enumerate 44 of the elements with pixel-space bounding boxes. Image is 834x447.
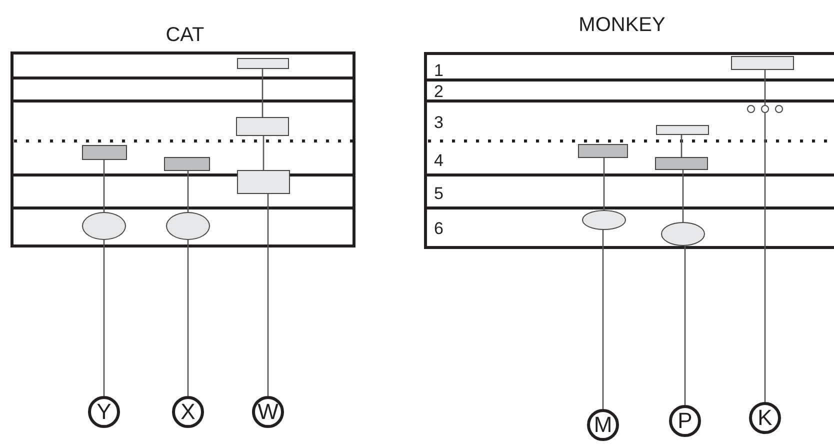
layer-number: 4 (434, 152, 444, 169)
cell-body-ellipse (82, 212, 126, 240)
cell-class-circle: K (749, 402, 781, 434)
terminal-box (655, 157, 708, 170)
connector-line (764, 113, 766, 402)
connector-line (603, 158, 605, 210)
small-circle-marker (747, 105, 755, 113)
connector-line (602, 230, 604, 409)
cell-class-circle: P (669, 405, 701, 437)
species-heading: MONKEY (578, 15, 666, 35)
cell-body-ellipse (166, 212, 210, 240)
connector-line (682, 170, 684, 222)
terminal-box (236, 117, 289, 136)
connector-line (187, 171, 189, 212)
terminal-box (578, 144, 628, 158)
connector-line (103, 240, 105, 396)
terminal-box (82, 145, 127, 160)
connector-line (684, 246, 686, 405)
species-heading: CAT (166, 25, 204, 45)
layer-number: 6 (434, 220, 444, 237)
terminal-box (656, 125, 709, 135)
connector-line (262, 69, 264, 117)
cell-class-circle: X (172, 396, 204, 428)
cell-body-ellipse (661, 222, 705, 246)
cell-class-circle: M (587, 409, 619, 441)
terminal-box (237, 58, 289, 69)
connector-line (267, 194, 269, 396)
cell-body-ellipse (582, 210, 626, 230)
small-circle-marker (761, 105, 769, 113)
terminal-box (164, 157, 210, 171)
connector-line (103, 160, 105, 212)
connector-line (187, 240, 189, 396)
layer-number: 3 (434, 114, 444, 131)
cell-class-circle: Y (88, 396, 120, 428)
layer-number: 2 (434, 83, 444, 100)
terminal-box (237, 170, 290, 194)
connector-line (262, 136, 264, 170)
cell-class-circle: W (252, 396, 284, 428)
layer-number: 1 (434, 62, 444, 79)
layer-number: 5 (434, 185, 444, 202)
small-circle-marker (775, 105, 783, 113)
connector-line (764, 70, 766, 105)
terminal-box (731, 56, 794, 70)
connector-line (680, 135, 682, 157)
